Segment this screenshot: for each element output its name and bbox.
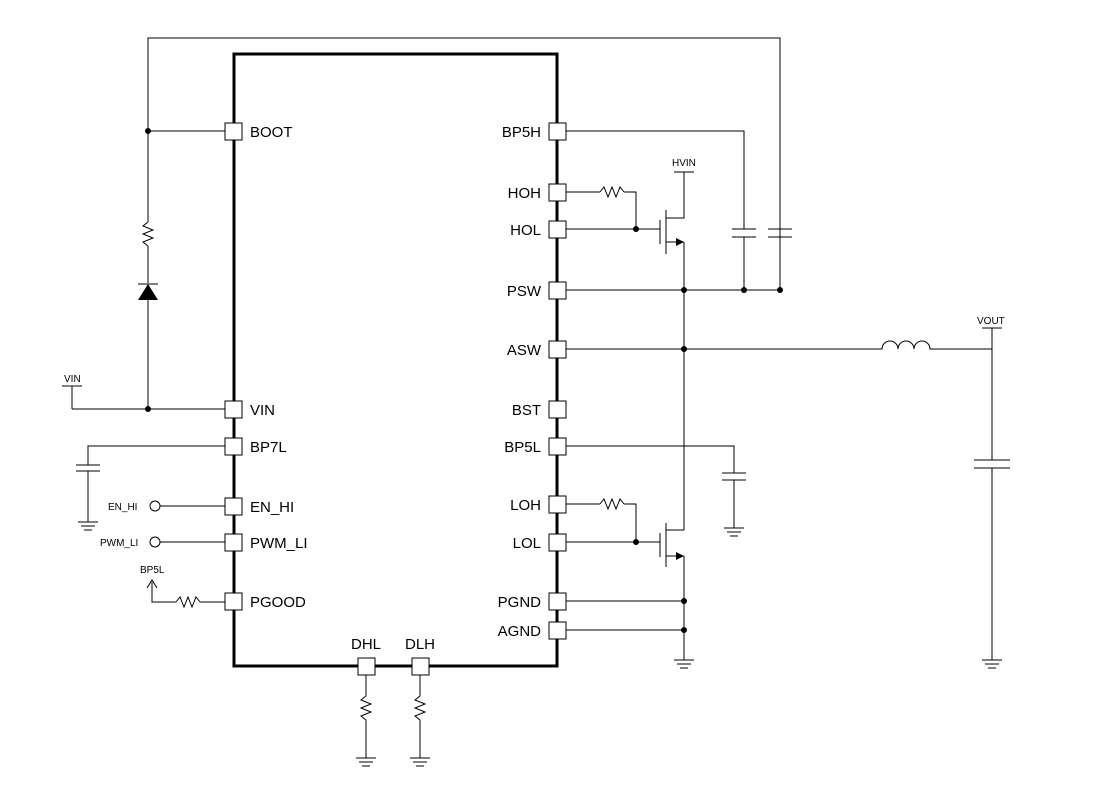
- svg-text:LOH: LOH: [510, 497, 541, 514]
- switch-node: [566, 287, 880, 530]
- bp5l-net-label: BP5L: [140, 565, 165, 576]
- svg-text:BP5L: BP5L: [504, 439, 541, 456]
- pin-asw: ASW: [507, 340, 567, 359]
- low-side-gate: [566, 497, 660, 545]
- pin-boot: BOOT: [224, 122, 293, 141]
- svg-text:DHL: DHL: [351, 636, 381, 653]
- pgood-pullup: BP5L: [140, 565, 225, 609]
- ic-body: [232, 52, 559, 668]
- high-side-fet: HVIN: [659, 158, 696, 290]
- pgood-resistor: [175, 595, 201, 609]
- pwm-li-input: PWM_LI: [100, 536, 225, 549]
- svg-text:PGND: PGND: [498, 594, 542, 611]
- vin-net: VIN: [62, 374, 225, 410]
- bp5h-network: [566, 130, 792, 293]
- hoh-resistor: [599, 185, 625, 199]
- pin-agnd: AGND: [498, 621, 567, 640]
- svg-text:BP5H: BP5H: [502, 124, 541, 141]
- pin-dlh: DLH: [405, 636, 435, 676]
- pin-psw: PSW: [507, 281, 567, 300]
- pin-bp5h: BP5H: [502, 122, 567, 141]
- pin-vin: VIN: [224, 400, 275, 419]
- pin-dhl: DHL: [351, 636, 381, 676]
- svg-text:AGND: AGND: [498, 623, 542, 640]
- pwm-li-net-label: PWM_LI: [100, 538, 138, 549]
- svg-text:BP7L: BP7L: [250, 439, 287, 456]
- low-side-fet: [659, 523, 685, 660]
- vout-net-label: VOUT: [977, 316, 1005, 327]
- ground-net: [566, 598, 694, 669]
- pin-pgnd: PGND: [498, 592, 567, 611]
- svg-text:ASW: ASW: [507, 342, 542, 359]
- pin-bp5l: BP5L: [504, 437, 567, 456]
- pin-hoh: HOH: [508, 183, 567, 202]
- pin-lol: LOL: [513, 533, 567, 552]
- svg-text:DLH: DLH: [405, 636, 435, 653]
- hvin-net-label: HVIN: [672, 158, 696, 169]
- high-side-gate: [566, 185, 660, 232]
- vin-net-label: VIN: [64, 374, 81, 385]
- boot-resistor: [141, 221, 155, 247]
- svg-text:EN_HI: EN_HI: [250, 499, 294, 516]
- svg-text:HOL: HOL: [510, 222, 541, 239]
- pin-loh: LOH: [510, 495, 567, 514]
- pin-pgood: PGOOD: [224, 592, 306, 611]
- svg-text:VIN: VIN: [250, 402, 275, 419]
- pin-en-hi: EN_HI: [224, 497, 294, 516]
- dlh-resistor: [413, 695, 427, 721]
- output-inductor: [880, 340, 992, 350]
- pin-bst: BST: [512, 400, 567, 419]
- svg-text:PSW: PSW: [507, 283, 542, 300]
- loh-resistor: [599, 497, 625, 511]
- svg-text:PWM_LI: PWM_LI: [250, 535, 308, 552]
- pin-hol: HOL: [510, 220, 567, 239]
- boot-diode: [138, 284, 158, 300]
- boot-loop-wire: [147, 37, 781, 290]
- en-hi-input: EN_HI: [108, 500, 225, 513]
- svg-text:BST: BST: [512, 402, 541, 419]
- en-hi-net-label: EN_HI: [108, 502, 137, 513]
- bp7l-network: [76, 445, 225, 531]
- svg-text:BOOT: BOOT: [250, 124, 293, 141]
- vout-net: VOUT: [974, 316, 1010, 669]
- svg-text:LOL: LOL: [513, 535, 541, 552]
- boot-network: [138, 128, 225, 412]
- pin-bp7l: BP7L: [224, 437, 287, 456]
- pin-pwm-li: PWM_LI: [224, 533, 308, 552]
- bp5l-network: [566, 445, 746, 537]
- dhl-network: [356, 675, 376, 767]
- dhl-resistor: [359, 695, 373, 721]
- svg-text:PGOOD: PGOOD: [250, 594, 306, 611]
- dlh-network: [410, 675, 430, 767]
- svg-text:HOH: HOH: [508, 185, 541, 202]
